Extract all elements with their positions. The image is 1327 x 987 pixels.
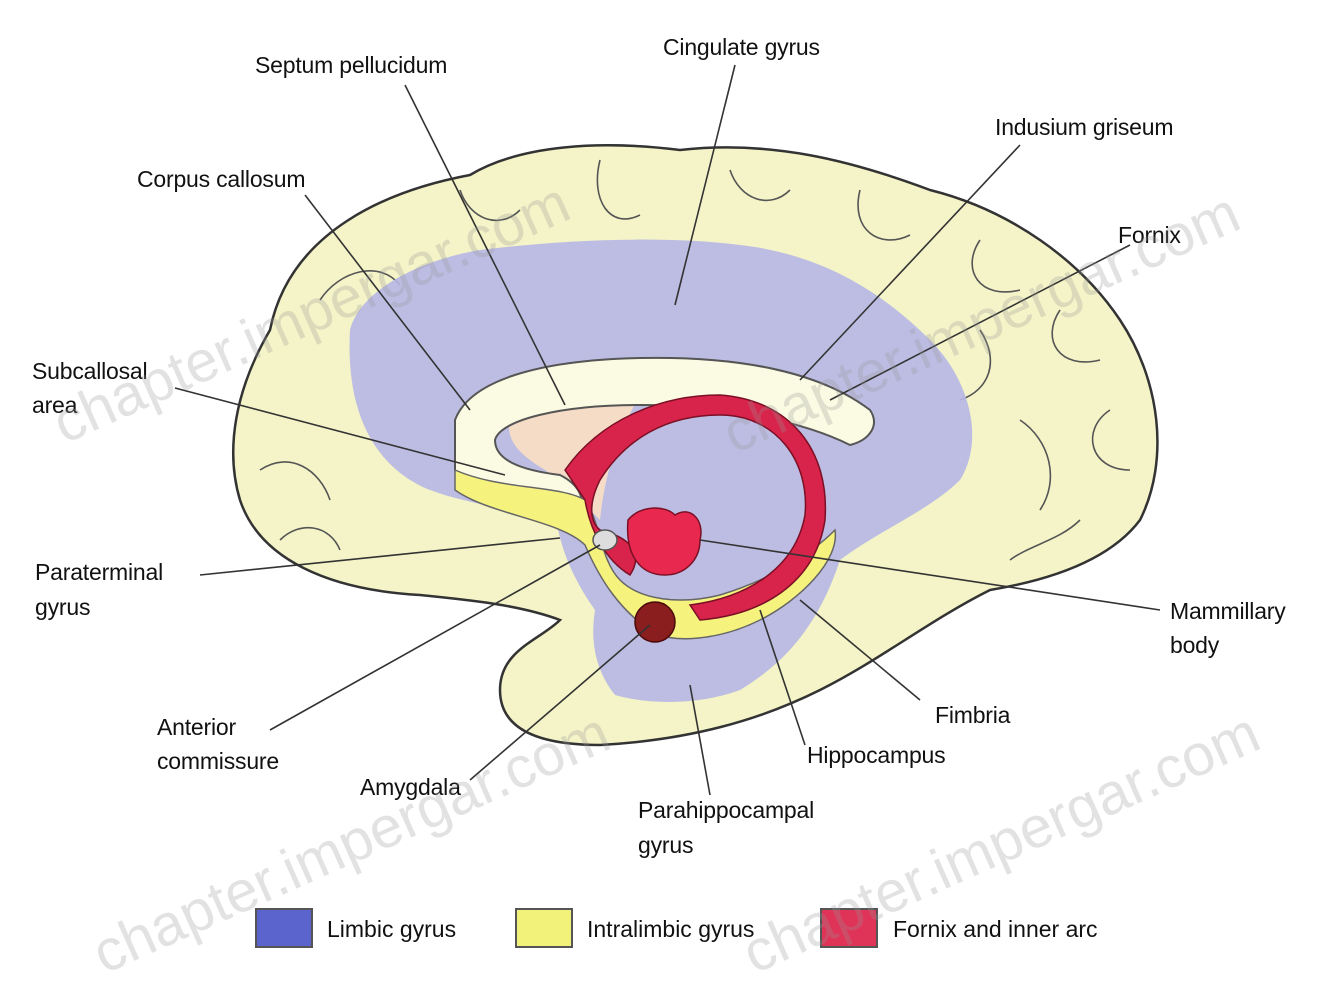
label-fimbria: Fimbria [935, 698, 1010, 732]
label-parahippocampal-gyrus-line1: Parahippocampal [638, 793, 814, 827]
legend-swatch-fornix-inner-arc [820, 908, 878, 948]
legend-swatch-intralimbic-gyrus [515, 908, 573, 948]
amygdala-shape [635, 602, 675, 642]
label-subcallosal-area-line1: Subcallosal [32, 354, 147, 388]
label-parahippocampal-gyrus-line2: gyrus [638, 828, 693, 862]
label-amygdala: Amygdala [360, 770, 461, 804]
label-anterior-commissure-line1: Anterior [157, 710, 236, 744]
label-corpus-callosum: Corpus callosum [137, 162, 305, 196]
label-mammillary-body-line2: body [1170, 628, 1219, 662]
legend-label-fornix-inner-arc: Fornix and inner arc [893, 914, 1098, 944]
label-fornix: Fornix [1118, 218, 1181, 252]
label-subcallosal-area-line2: area [32, 388, 77, 422]
label-hippocampus: Hippocampus [807, 738, 945, 772]
label-indusium-griseum: Indusium griseum [995, 110, 1173, 144]
label-anterior-commissure-line2: commissure [157, 744, 279, 778]
label-paraterminal-gyrus-line2: gyrus [35, 590, 90, 624]
label-septum-pellucidum: Septum pellucidum [255, 48, 447, 82]
label-cingulate-gyrus: Cingulate gyrus [663, 30, 820, 64]
legend-label-intralimbic-gyrus: Intralimbic gyrus [587, 914, 754, 944]
label-paraterminal-gyrus-line1: Paraterminal [35, 555, 163, 589]
mammillary-body-shape [628, 508, 701, 575]
label-mammillary-body-line1: Mammillary [1170, 594, 1286, 628]
legend-swatch-limbic-gyrus [255, 908, 313, 948]
legend-label-limbic-gyrus: Limbic gyrus [327, 914, 456, 944]
